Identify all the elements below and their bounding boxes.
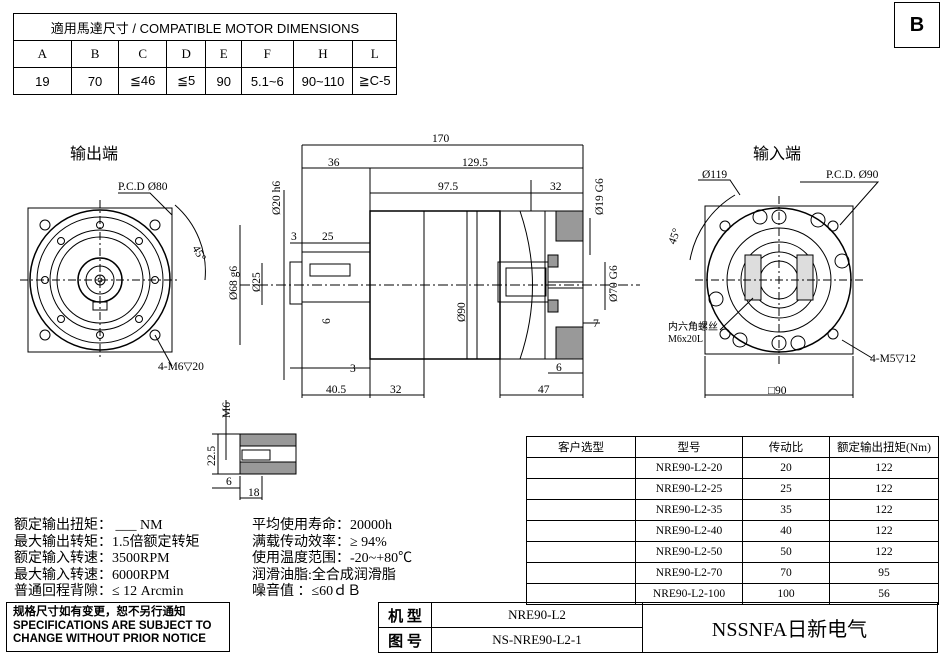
hex-screw-label-1: 内六角螺丝	[668, 320, 718, 333]
change-notice: 规格尺寸如有变更，恕不另行通知 SPECIFICATIONS ARE SUBJE…	[6, 602, 230, 652]
key-detail-view	[212, 400, 297, 500]
drawing-label: 图 号	[379, 628, 432, 652]
dims-header: D	[165, 40, 207, 68]
dim-129-5: 129.5	[462, 157, 488, 169]
dim-40-5: 40.5	[326, 384, 346, 396]
dims-header: B	[70, 40, 120, 68]
notice-line: 规格尺寸如有变更，恕不另行通知	[13, 606, 186, 618]
dim-68g6: Ø68 g6	[228, 266, 240, 300]
model-value: NRE90-L2	[432, 603, 643, 628]
dim-18: 18	[248, 487, 260, 499]
spec-line: 最大输入转速：6000RPM	[14, 567, 170, 583]
motor-dimensions-table: 適用馬達尺寸 / COMPATIBLE MOTOR DIMENSIONS A B…	[13, 13, 397, 95]
dim-m6: M6	[221, 402, 233, 418]
spec-line: 额定输入转速：3500RPM	[14, 551, 170, 566]
output-end-label: 输出端	[70, 146, 119, 163]
dim-170: 170	[432, 133, 450, 145]
title-block: 机 型 NRE90-L2 图 号 NS-NRE90-L2-1 NSSNFA日新电…	[378, 602, 938, 653]
dim-6: 6	[321, 318, 333, 324]
dim-3-top: 3	[291, 231, 297, 243]
output-end-view	[20, 192, 206, 367]
models-header: 额定输出扭矩(Nm)	[829, 436, 939, 458]
dims-value: ≧C-5	[352, 67, 397, 95]
specs-left: 额定输出扭矩： ___ NM 最大输出转矩：1.5倍额定转矩 额定输入转速：35…	[14, 518, 200, 601]
dim-7: 7	[593, 318, 599, 330]
spec-line: 额定输出扭矩： ___ NM	[14, 518, 163, 533]
models-header: 客户选型	[526, 436, 636, 458]
dim-6b: 6	[556, 362, 562, 374]
spec-line: 使用温度范围：-20~+80℃	[252, 551, 413, 566]
spec-line: 润滑油脂:全合成润滑脂	[252, 567, 396, 583]
spec-line: 满载传动效率：≥ 94%	[252, 534, 387, 550]
pcd-in-label: P.C.D. Ø90	[826, 169, 879, 181]
dim-25-dia: Ø25	[251, 272, 263, 292]
dim-32-top: 32	[550, 181, 562, 193]
input-end-label: 输入端	[753, 146, 802, 163]
dim-47: 47	[538, 384, 550, 396]
dim-36: 36	[328, 157, 340, 169]
dims-table-title: 適用馬達尺寸 / COMPATIBLE MOTOR DIMENSIONS	[13, 13, 397, 41]
dim-22-5: 22.5	[206, 446, 218, 466]
dia119-label: Ø119	[702, 169, 727, 181]
side-section-view	[239, 144, 640, 398]
dim-90-dia: Ø90	[456, 302, 468, 322]
spec-line: 噪音值 ：≤60ｄＢ	[252, 584, 362, 599]
dims-value: 90	[205, 67, 242, 95]
pcd-out-label: P.C.D Ø80	[118, 181, 168, 193]
dim-70g6: Ø70 G6	[608, 265, 620, 302]
specs-right: 平均使用寿命：20000h 满载传动效率：≥ 94% 使用温度范围：-20~+8…	[252, 518, 412, 601]
dim-3-bot: 3	[350, 363, 356, 375]
holes-out-label: 4-M6▽20	[158, 361, 204, 373]
dims-value: 5.1~6	[240, 67, 294, 95]
dims-header: E	[205, 40, 242, 68]
dim-20h6: Ø20 h6	[271, 181, 283, 215]
dim-97-5: 97.5	[438, 181, 458, 193]
block-label: B	[894, 2, 940, 48]
models-header: 型号	[635, 436, 743, 458]
spec-line: 平均使用寿命：20000h	[252, 518, 392, 533]
dims-value: ≦5	[165, 67, 207, 95]
model-label: 机 型	[379, 603, 432, 628]
spec-line: 普通回程背隙：≤ 12 Arcmin	[14, 584, 184, 599]
drawing-value: NS-NRE90-L2-1	[432, 628, 643, 652]
holes-in-label: 4-M5▽12	[870, 353, 916, 365]
company-name: NSSNFA日新电气	[711, 619, 868, 641]
dims-header: A	[13, 40, 72, 68]
deg45-right-label: 45°	[667, 226, 684, 246]
dim-6c: 6	[226, 476, 232, 488]
dims-value: ≦46	[118, 67, 167, 95]
sq90-label: □90	[768, 385, 787, 397]
models-header: 传动比	[742, 436, 830, 458]
input-end-view	[689, 179, 880, 398]
dims-value: 70	[70, 67, 120, 95]
dims-value: 19	[13, 67, 72, 95]
dim-25: 25	[322, 231, 334, 243]
notice-line: CHANGE WITHOUT PRIOR NOTICE	[13, 633, 206, 645]
hex-screw-label-2: M6x20L	[668, 334, 703, 345]
dims-value: 90~110	[292, 67, 354, 95]
dim-19g6: Ø19 G6	[594, 178, 606, 215]
dim-32-bot: 32	[390, 384, 402, 396]
spec-line: 最大输出转矩：1.5倍额定转矩	[14, 534, 200, 550]
notice-line: SPECIFICATIONS ARE SUBJECT TO	[13, 619, 212, 632]
